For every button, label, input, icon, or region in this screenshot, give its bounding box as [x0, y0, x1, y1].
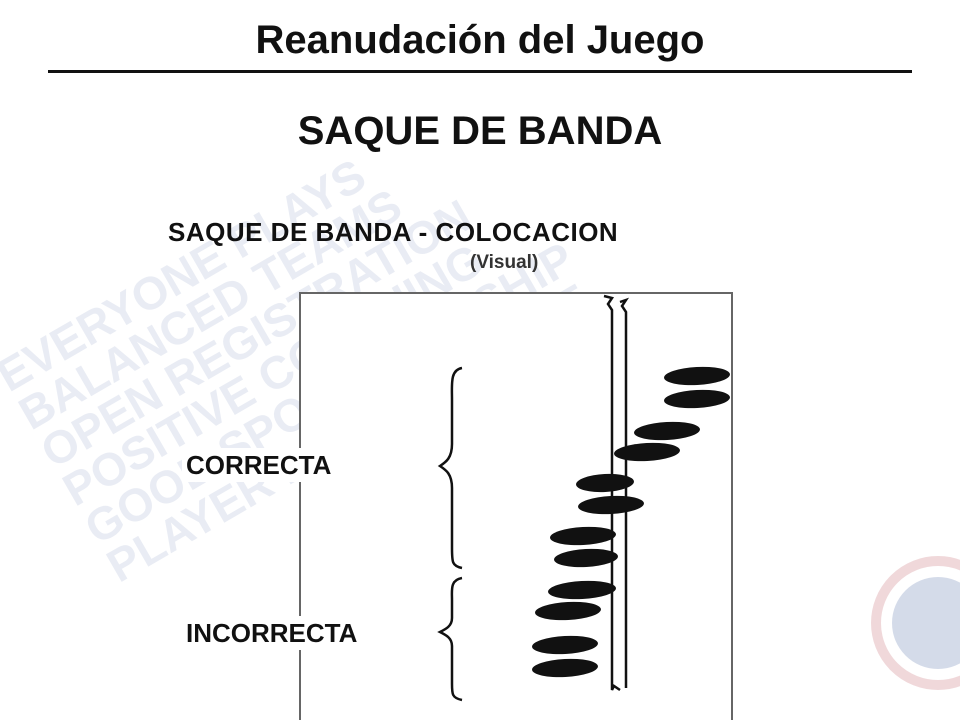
footprint-incorrect	[532, 635, 598, 655]
footprint-correct	[550, 526, 616, 546]
touchline	[603, 294, 630, 692]
footprint-correct	[554, 548, 618, 568]
footprints	[532, 366, 730, 678]
footprint-correct	[664, 366, 730, 386]
footprint-incorrect	[532, 658, 598, 678]
brace-correct	[437, 366, 463, 570]
label-incorrect: INCORRECTA	[182, 616, 364, 650]
footprint-correct	[578, 495, 644, 515]
slide-title: Reanudación del Juego	[255, 18, 705, 62]
organization-seal-watermark	[871, 556, 960, 690]
view-label: (Visual)	[470, 252, 539, 273]
footprint-correct	[634, 421, 700, 441]
brace-incorrect	[437, 576, 463, 702]
slide-subtitle: SAQUE DE BANDA	[297, 109, 663, 153]
title-divider	[48, 70, 912, 73]
footprint-correct	[576, 473, 634, 493]
footprint-incorrect	[548, 580, 616, 600]
footprint-correct	[664, 389, 730, 409]
diagram-frame	[299, 292, 733, 720]
footprint-correct	[614, 442, 680, 462]
label-correct: CORRECTA	[182, 448, 338, 482]
footprint-incorrect	[535, 601, 601, 621]
diagram-title: SAQUE DE BANDA - COLOCACION	[168, 217, 619, 247]
